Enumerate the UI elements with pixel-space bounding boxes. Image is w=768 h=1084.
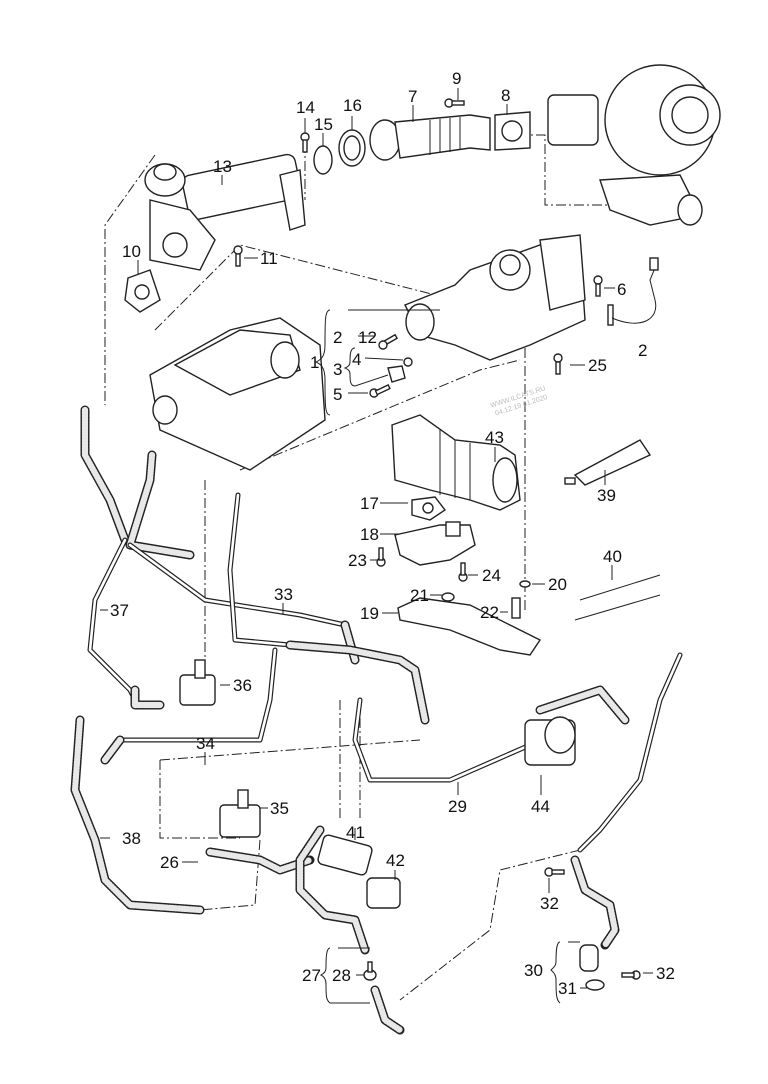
gasket-17 bbox=[411, 496, 447, 521]
callout-25: 25 bbox=[588, 356, 607, 375]
bolt-24 bbox=[458, 562, 468, 582]
callout-1: 1 bbox=[310, 353, 319, 372]
callout-37: 37 bbox=[110, 601, 129, 620]
seal-4 bbox=[403, 357, 413, 367]
callout-3: 3 bbox=[333, 360, 342, 379]
o-ring-31 bbox=[585, 979, 605, 991]
bolt-32-lower bbox=[621, 970, 641, 980]
intake-duct-43 bbox=[391, 414, 521, 511]
callout-39: 39 bbox=[597, 486, 616, 505]
callout-27: 27 bbox=[302, 966, 321, 985]
temp-sensor-2 bbox=[607, 257, 659, 326]
callout-4: 4 bbox=[352, 350, 361, 369]
callout-11: 11 bbox=[260, 249, 278, 268]
callout-16: 16 bbox=[343, 96, 362, 115]
callout-28: 28 bbox=[332, 966, 351, 985]
hoses bbox=[70, 405, 683, 1035]
callout-20: 20 bbox=[548, 575, 567, 594]
egr-cooler-13 bbox=[144, 153, 306, 271]
bolt-6 bbox=[593, 275, 603, 297]
callout-31: 31 bbox=[558, 979, 577, 998]
callout-9: 9 bbox=[452, 69, 461, 88]
callout-44: 44 bbox=[531, 797, 550, 816]
callouts: 1 2 2 3 4 5 6 7 8 9 10 11 12 13 14 15 16… bbox=[110, 69, 675, 998]
callout-38: 38 bbox=[122, 829, 141, 848]
callout-42: 42 bbox=[386, 851, 405, 870]
bolt-12 bbox=[378, 333, 399, 350]
solenoid-valve-35 bbox=[219, 789, 261, 838]
clamp-16 bbox=[338, 129, 366, 167]
bolt-5 bbox=[369, 384, 391, 398]
callout-36: 36 bbox=[233, 676, 252, 695]
bolt-23 bbox=[376, 547, 386, 567]
callout-24: 24 bbox=[482, 566, 501, 585]
seal-20 bbox=[519, 580, 531, 588]
vacuum-actuator-41 bbox=[317, 834, 373, 876]
connector-30 bbox=[579, 944, 599, 972]
callout-30: 30 bbox=[524, 961, 543, 980]
sealant-tube-39 bbox=[564, 439, 652, 486]
callout-8: 8 bbox=[501, 86, 510, 105]
callout-10: 10 bbox=[122, 242, 141, 261]
bracket-19 bbox=[397, 597, 542, 656]
intake-box bbox=[149, 317, 326, 471]
callout-13: 13 bbox=[213, 157, 232, 176]
callout-14: 14 bbox=[296, 98, 315, 117]
watermark: WWW.ILCATS.RU 04.12.19 01.2020 bbox=[490, 385, 549, 417]
callout-40: 40 bbox=[603, 547, 622, 566]
callout-32-lower: 32 bbox=[656, 964, 675, 983]
gasket-10 bbox=[124, 269, 161, 313]
callout-2-right: 2 bbox=[638, 341, 647, 360]
callout-18: 18 bbox=[360, 525, 379, 544]
gasket-8 bbox=[494, 111, 531, 151]
callout-21: 21 bbox=[410, 586, 429, 605]
callout-2-upper: 2 bbox=[333, 328, 342, 347]
bolt-22 bbox=[511, 597, 521, 619]
callout-7: 7 bbox=[408, 87, 417, 106]
solenoid-valve-36 bbox=[179, 659, 216, 706]
pressure-unit-44 bbox=[524, 716, 576, 766]
bolt-11 bbox=[233, 245, 243, 267]
callout-22: 22 bbox=[480, 603, 499, 622]
callout-41: 41 bbox=[346, 823, 365, 842]
egr-module-1 bbox=[404, 234, 586, 361]
callout-15: 15 bbox=[314, 115, 333, 134]
bolt-32-upper bbox=[544, 867, 565, 877]
turbocharger bbox=[547, 64, 721, 226]
callout-26: 26 bbox=[160, 853, 179, 872]
check-valve-28 bbox=[363, 961, 377, 981]
bolt-9 bbox=[444, 98, 465, 108]
ring-15 bbox=[313, 145, 333, 175]
egr-pipe-7 bbox=[369, 114, 491, 161]
callout-19: 19 bbox=[360, 604, 379, 623]
callout-33: 33 bbox=[274, 585, 293, 604]
callout-23: 23 bbox=[348, 551, 367, 570]
callout-43: 43 bbox=[485, 428, 504, 447]
callout-17: 17 bbox=[360, 494, 379, 513]
callout-5: 5 bbox=[333, 385, 342, 404]
callout-32-upper: 32 bbox=[540, 894, 559, 913]
callout-12: 12 bbox=[358, 328, 377, 347]
elbow-pipe-18 bbox=[394, 521, 476, 566]
leader-lines bbox=[100, 88, 653, 1004]
callout-6: 6 bbox=[617, 280, 626, 299]
callout-34: 34 bbox=[196, 734, 215, 753]
cable-ties-40 bbox=[574, 574, 661, 621]
sensor-3 bbox=[387, 365, 406, 383]
callout-35: 35 bbox=[270, 799, 289, 818]
bolt-14 bbox=[300, 132, 310, 153]
damper-42 bbox=[366, 877, 401, 909]
callout-29: 29 bbox=[448, 797, 467, 816]
clip-21 bbox=[441, 592, 455, 602]
bolt-25 bbox=[553, 353, 563, 375]
